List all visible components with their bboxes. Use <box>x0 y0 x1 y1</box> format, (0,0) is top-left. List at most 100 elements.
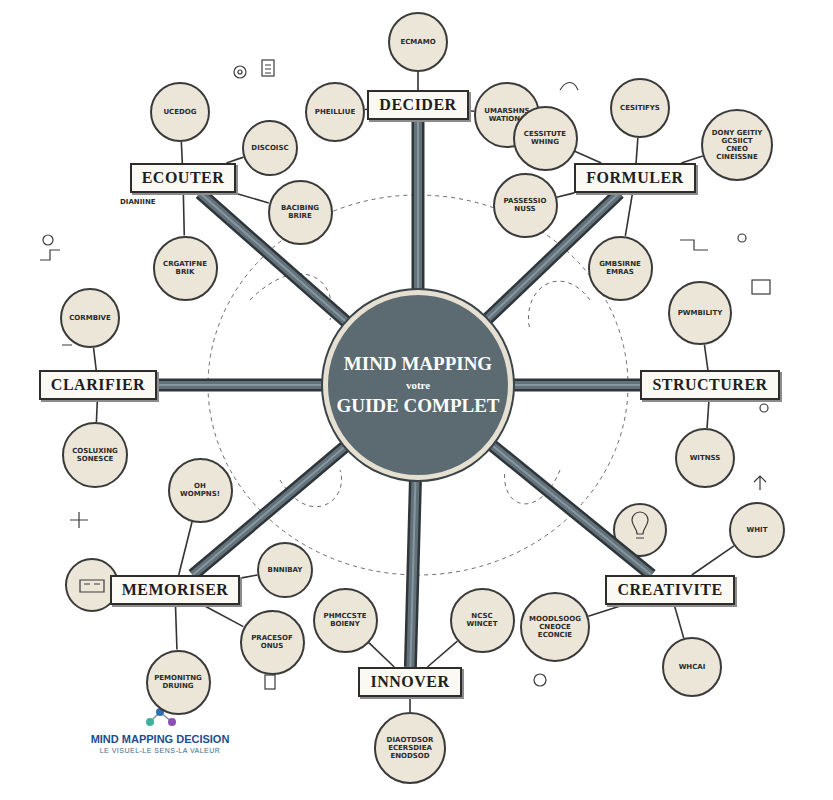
connector <box>414 120 422 290</box>
connector <box>410 480 415 667</box>
branch-box: DECIDER <box>367 90 468 120</box>
idea-bubble: ECMAMO <box>388 12 448 72</box>
bubble-text: WHCAI <box>679 663 706 671</box>
idea-bubble: CRGATIFNE BRIK <box>153 236 218 301</box>
bubble-text: OH WOMPNS! <box>174 482 226 498</box>
connector <box>181 142 183 163</box>
connector <box>707 400 709 428</box>
connector <box>410 480 415 667</box>
connector <box>492 445 652 575</box>
bubble-text: PHEILLIUE <box>315 108 355 116</box>
idea-bubble: OH WOMPNS! <box>168 458 233 523</box>
connector <box>674 605 683 638</box>
branch-box: MEMORISER <box>110 575 241 605</box>
connector <box>417 72 418 90</box>
bubble-text: BNNIBAY <box>268 566 303 574</box>
bubble-note: DIANIINE <box>120 198 156 206</box>
idea-bubble: PASSESSIO NUSS <box>493 173 558 238</box>
idea-bubble: GMBSIRNE EMRAS <box>588 236 653 301</box>
connector <box>157 384 323 386</box>
bubble-text: GMBSIRNE EMRAS <box>594 260 646 276</box>
branch-label: INNOVER <box>370 673 449 690</box>
central-circle: MIND MAPPINGvotreGUIDE COMPLET <box>323 290 513 480</box>
branch-box: CLARIFIER <box>39 370 157 400</box>
connector <box>417 72 419 90</box>
idea-bubble: PRACESOF ONUS <box>240 610 305 675</box>
branch-label: CREATIVITE <box>617 581 722 598</box>
connector <box>369 642 395 667</box>
connector <box>513 379 640 392</box>
connector <box>588 605 623 616</box>
connector <box>492 445 652 575</box>
idea-bubble: PWMBILITY <box>668 281 732 345</box>
idea-bubble: WITNSS <box>675 428 735 488</box>
idea-bubble: UCEDOG <box>150 82 210 142</box>
logo-name: MIND MAPPING DECISION <box>91 733 230 745</box>
bubble-text: DISCOISC <box>251 144 288 152</box>
bubble-text: DONY GEITIY GCSIICT CNEO CINEISSNE <box>711 129 763 161</box>
idea-bubble: DISCOISC <box>242 120 298 176</box>
bubble-text: UCEDOG <box>163 108 196 116</box>
connector <box>492 445 652 575</box>
branch-label: FORMULER <box>586 169 683 186</box>
connector <box>96 400 99 422</box>
bubble-text: PEMONITNG DRUING <box>152 674 204 690</box>
connector <box>681 156 702 163</box>
bubble-text: ECMAMO <box>400 38 435 46</box>
connector <box>417 120 419 290</box>
connector <box>692 546 734 575</box>
idea-bubble: MOODLSOOG CNEOCE ECONCIE <box>520 592 590 662</box>
bubble-text: CESSITUTE WHING <box>519 130 571 146</box>
bubble-text: WITNSS <box>690 454 721 462</box>
branch-label: CLARIFIER <box>51 376 145 393</box>
bubble-text: MOODLSOOG CNEOCE ECONCIE <box>529 615 581 639</box>
idea-bubble: DONY GEITIY GCSIICT CNEO CINEISSNE <box>701 109 773 181</box>
idea-bubble: CORMBIVE <box>60 288 120 348</box>
central-title: votre <box>406 379 430 391</box>
connector <box>410 480 415 667</box>
connector <box>175 605 176 650</box>
connector <box>235 193 269 203</box>
connector <box>157 381 323 389</box>
connector <box>513 381 640 389</box>
idea-bubble: NCSC WINCET <box>450 588 515 653</box>
bubble-text: COSLUXING SONESCE <box>69 447 121 463</box>
connector <box>575 151 602 163</box>
connector <box>513 385 640 386</box>
logo-tagline: LE VISUEL-LE SENS-LA VALEUR <box>100 747 221 754</box>
connector <box>96 400 98 422</box>
connector <box>410 697 411 712</box>
connector <box>157 385 323 386</box>
connector <box>557 193 575 197</box>
idea-bubble: WHCAI <box>662 637 722 697</box>
idea-bubble: BNNIBAY <box>257 542 313 598</box>
connector <box>588 605 623 616</box>
connector <box>181 142 184 163</box>
bubble-text: BACIBING BRIRE <box>274 204 326 220</box>
idea-bubble: DIAOTDSOR ECERSDIEA ENODSOD <box>374 712 446 784</box>
idea-bubble: PHEILLIUE <box>305 82 365 142</box>
connector <box>409 697 411 712</box>
bubble-text: PWMBILITY <box>678 309 723 317</box>
connector <box>704 345 708 370</box>
connector <box>94 348 97 370</box>
connector <box>625 193 632 236</box>
connector <box>411 120 424 290</box>
connector <box>240 575 257 578</box>
connector <box>492 445 652 575</box>
connector <box>692 546 734 575</box>
connector <box>427 641 457 667</box>
bubble-text: DIAOTDSOR ECERSDIEA ENODSOD <box>384 736 436 760</box>
central-title: MIND MAPPING <box>344 353 492 375</box>
branch-label: DECIDER <box>379 96 456 113</box>
idea-bubble: CESSITUTE WHING <box>513 106 578 171</box>
branch-label: STRUCTURER <box>652 376 767 393</box>
connector <box>179 522 192 575</box>
bubble-text: PRACESOF ONUS <box>246 634 298 650</box>
connector <box>636 138 638 163</box>
connector <box>636 138 638 163</box>
branch-box: STRUCTURER <box>640 370 779 400</box>
connector <box>674 605 683 638</box>
connector <box>235 193 269 203</box>
idea-bubble: COSLUXING SONESCE <box>62 422 128 488</box>
